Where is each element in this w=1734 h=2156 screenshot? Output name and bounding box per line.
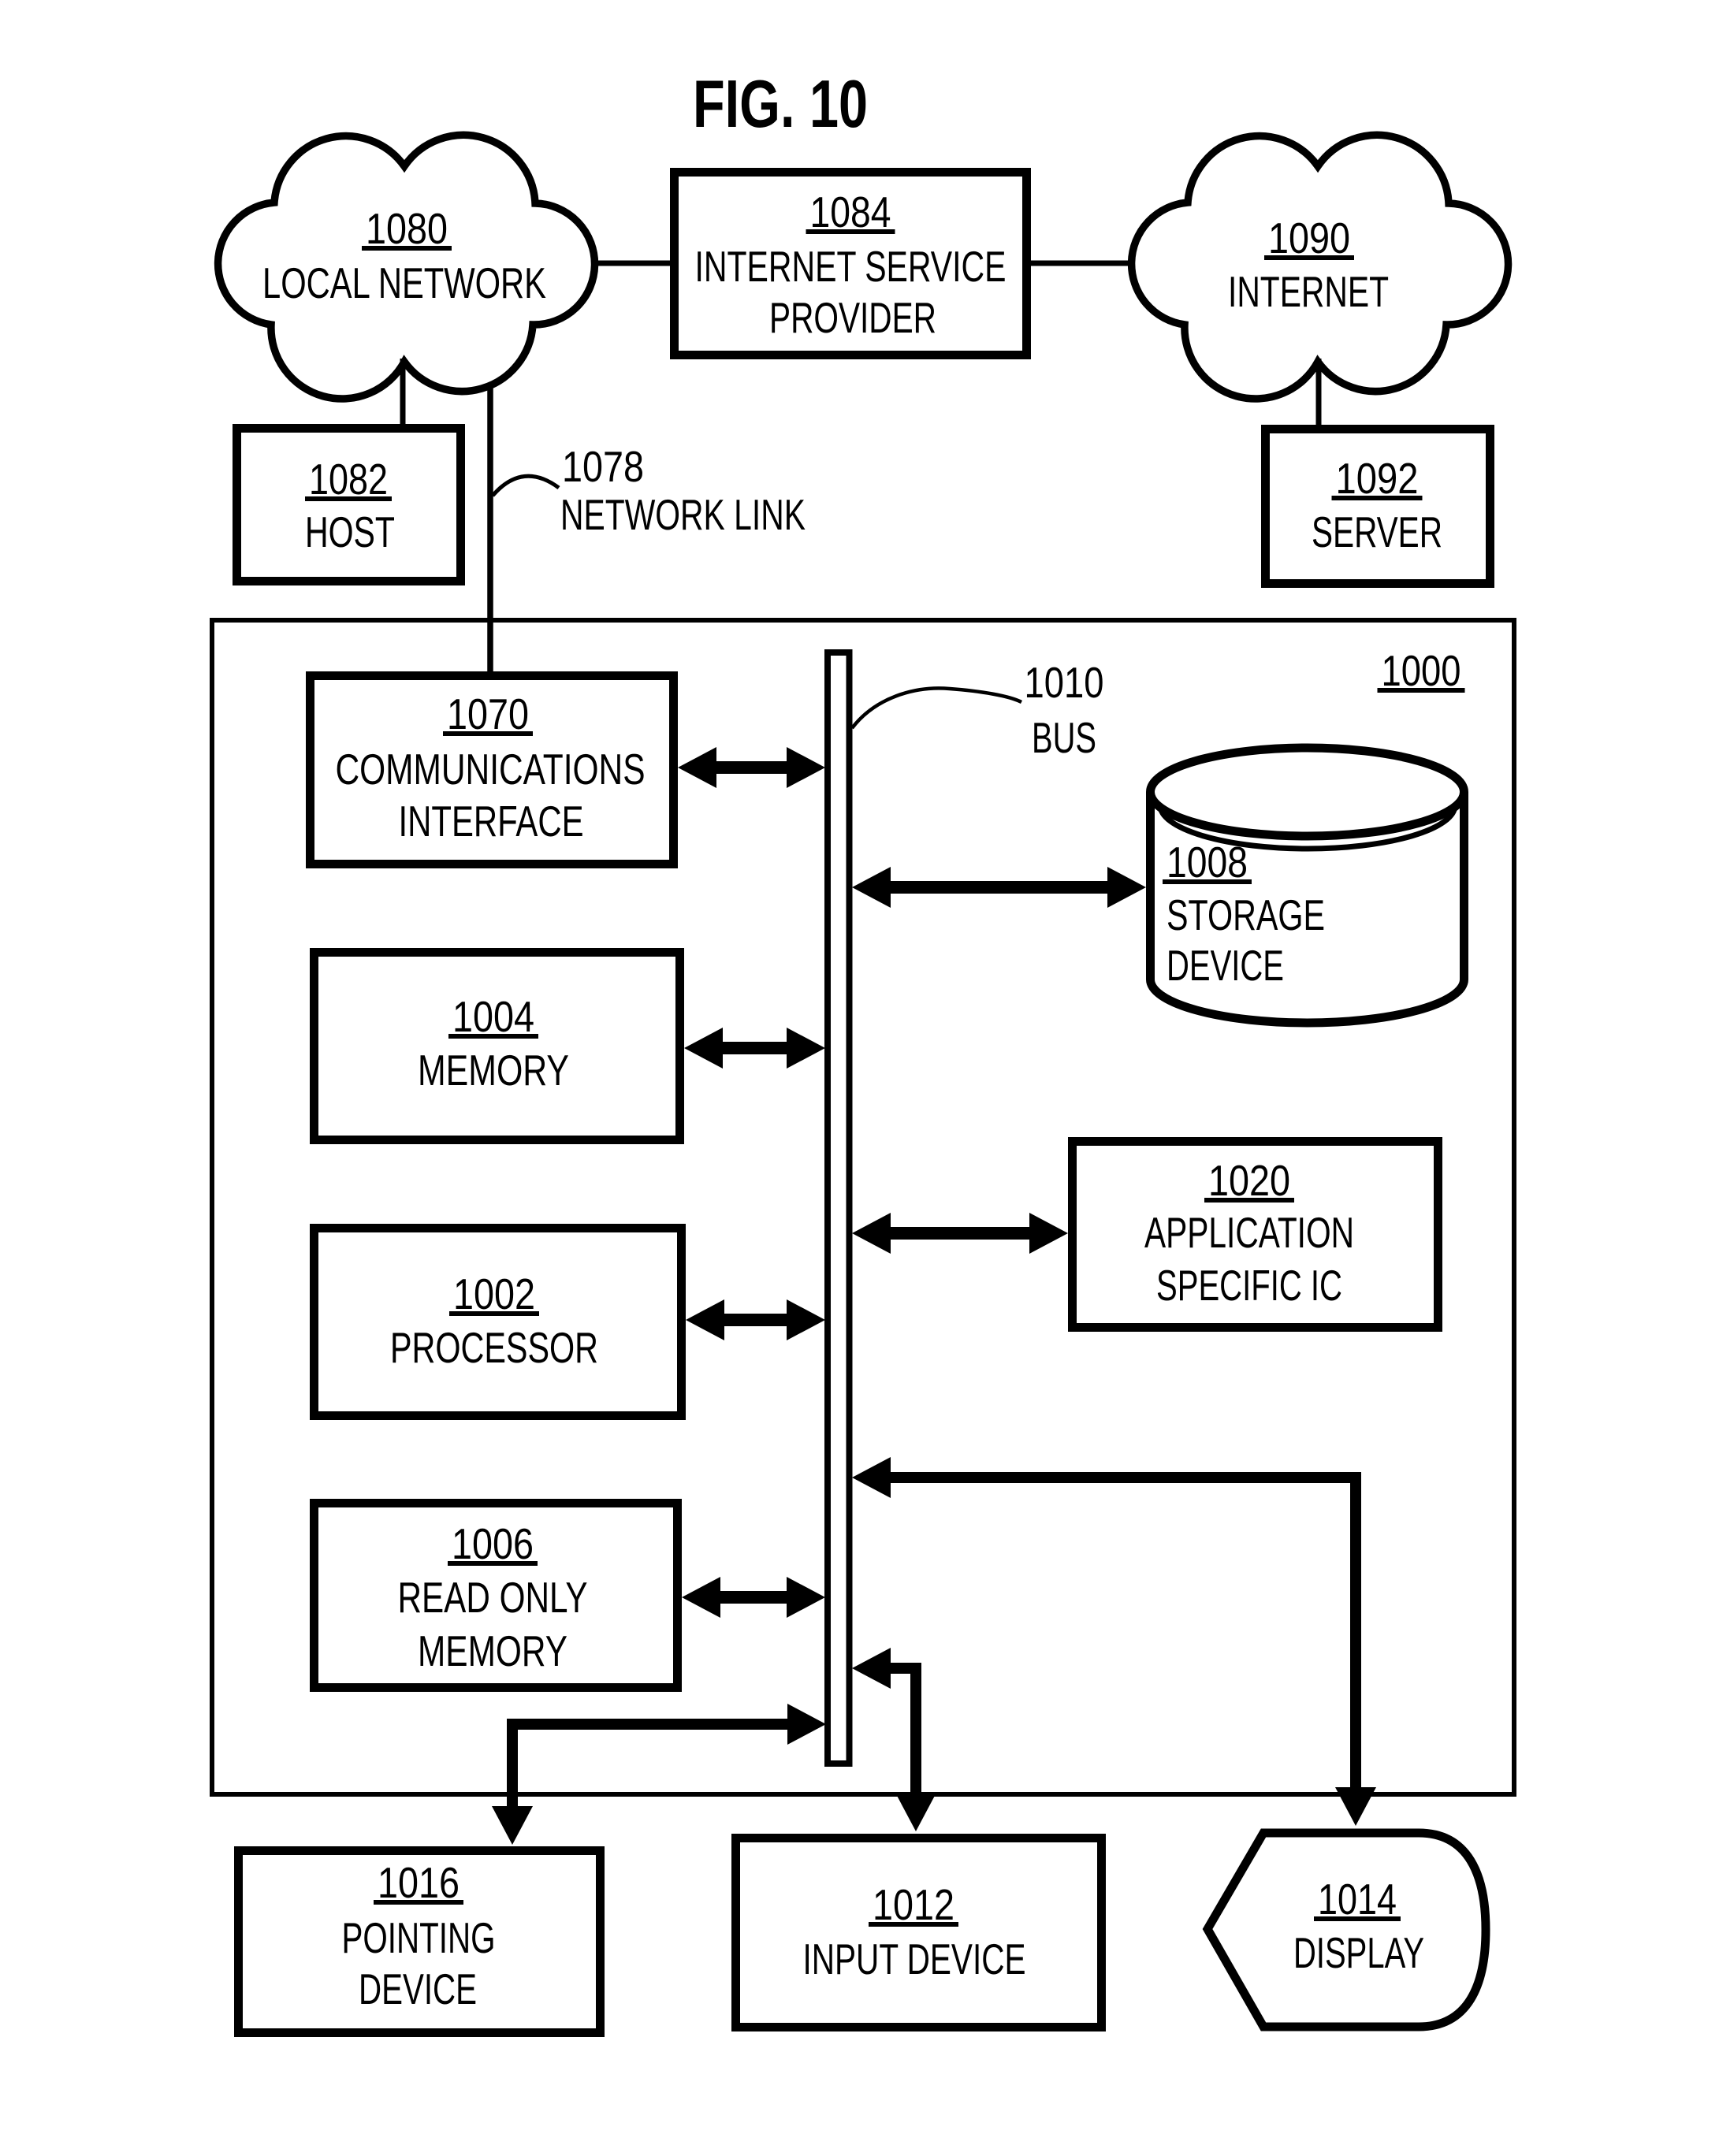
svg-text:1012: 1012: [873, 1880, 954, 1929]
svg-text:1004: 1004: [452, 992, 534, 1041]
svg-text:DEVICE: DEVICE: [359, 1965, 477, 2013]
svg-text:1070: 1070: [447, 690, 529, 738]
svg-text:INPUT DEVICE: INPUT DEVICE: [803, 1935, 1026, 1983]
svg-text:DISPLAY: DISPLAY: [1293, 1928, 1424, 1977]
svg-text:1016: 1016: [378, 1858, 460, 1907]
svg-text:INTERFACE: INTERFACE: [399, 797, 584, 846]
svg-text:PROVIDER: PROVIDER: [769, 293, 936, 342]
svg-text:1006: 1006: [452, 1519, 534, 1568]
svg-text:APPLICATION: APPLICATION: [1144, 1208, 1354, 1257]
svg-text:1020: 1020: [1208, 1156, 1290, 1205]
svg-text:DEVICE: DEVICE: [1167, 941, 1284, 990]
svg-text:BUS: BUS: [1032, 713, 1096, 762]
svg-text:1000: 1000: [1382, 646, 1461, 695]
svg-text:COMMUNICATIONS: COMMUNICATIONS: [336, 745, 646, 794]
svg-text:1092: 1092: [1336, 454, 1419, 503]
svg-text:SERVER: SERVER: [1312, 507, 1442, 556]
svg-text:1002: 1002: [453, 1269, 535, 1318]
svg-text:INTERNET SERVICE: INTERNET SERVICE: [695, 242, 1007, 291]
svg-text:1014: 1014: [1318, 1875, 1397, 1924]
svg-text:HOST: HOST: [305, 507, 395, 556]
svg-text:1078: 1078: [562, 442, 644, 491]
svg-text:SPECIFIC IC: SPECIFIC IC: [1156, 1261, 1342, 1310]
svg-text:1090: 1090: [1268, 214, 1350, 262]
svg-text:INTERNET: INTERNET: [1228, 267, 1389, 316]
svg-text:LOCAL NETWORK: LOCAL NETWORK: [262, 258, 546, 307]
svg-text:PROCESSOR: PROCESSOR: [390, 1323, 598, 1372]
svg-text:STORAGE: STORAGE: [1167, 890, 1325, 939]
svg-text:READ ONLY: READ ONLY: [398, 1573, 588, 1622]
svg-text:NETWORK LINK: NETWORK LINK: [560, 490, 806, 539]
svg-text:1010: 1010: [1025, 658, 1104, 707]
svg-text:1082: 1082: [309, 455, 388, 504]
svg-text:1084: 1084: [810, 188, 891, 236]
svg-text:1080: 1080: [366, 204, 448, 253]
svg-text:MEMORY: MEMORY: [418, 1046, 569, 1095]
svg-text:FIG. 10: FIG. 10: [693, 67, 868, 142]
svg-text:1008: 1008: [1167, 838, 1248, 887]
svg-text:MEMORY: MEMORY: [418, 1626, 567, 1675]
svg-text:POINTING: POINTING: [342, 1913, 496, 1962]
